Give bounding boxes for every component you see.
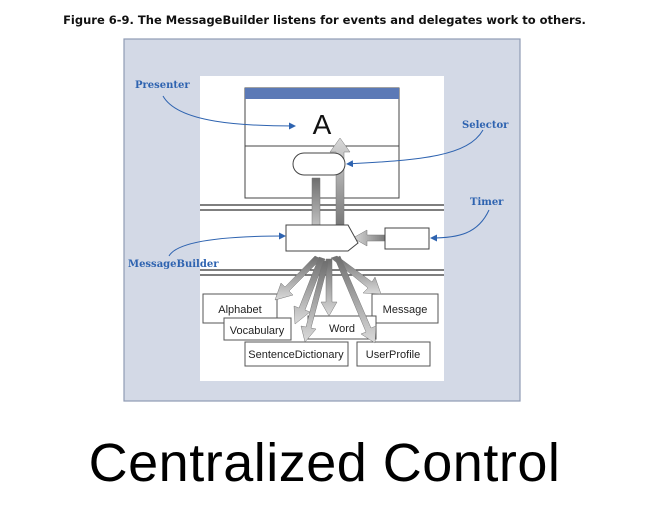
presenter-callout: Presenter: [135, 80, 190, 91]
arrow-builder-to-presenter: [329, 137, 351, 235]
timer-callout: Timer: [470, 197, 504, 208]
message-builder-callout: MessageBuilder: [128, 259, 219, 270]
selector-callout: Selector: [462, 120, 509, 131]
arrow-to-sentence-dictionary: [300, 260, 330, 343]
slide-headline: Centralized Control: [88, 433, 561, 493]
component-message-label: Message: [383, 304, 428, 316]
message-builder-diagram: A Alphabet Message Vocabulary Word Sente…: [123, 38, 521, 402]
message-builder-node: [285, 224, 359, 252]
component-alphabet-label: Alphabet: [218, 304, 261, 316]
arrow-to-alphabet: [274, 255, 322, 301]
delegation-arrows: [274, 255, 382, 344]
component-user-profile: UserProfile: [356, 341, 431, 367]
component-word: Word: [307, 315, 377, 340]
presenter-glyph: A: [313, 109, 332, 140]
component-sentence-dictionary: SentenceDictionary: [244, 341, 349, 367]
presenter-window: A: [244, 87, 400, 199]
component-alphabet: Alphabet: [202, 293, 278, 324]
selector-control: [292, 152, 346, 176]
figure-caption: Figure 6-9. The MessageBuilder listens f…: [63, 13, 586, 27]
component-message: Message: [371, 293, 439, 324]
timer-callout-line: [430, 209, 490, 242]
component-word-label: Word: [329, 323, 355, 335]
arrow-to-word: [320, 258, 338, 317]
timer-box: [384, 227, 430, 250]
selector-callout-line: [346, 129, 484, 168]
arrow-to-user-profile: [334, 255, 377, 344]
diagram-figure: A Alphabet Message Vocabulary Word Sente…: [123, 38, 521, 402]
presenter-title-bar: [245, 88, 399, 99]
component-sentence-dictionary-label: SentenceDictionary: [248, 349, 344, 361]
presenter-callout-line: [162, 95, 296, 130]
component-user-profile-label: UserProfile: [366, 349, 420, 361]
arrow-timer-to-builder: [352, 229, 386, 247]
component-vocabulary: Vocabulary: [223, 317, 292, 341]
message-builder-callout-line: [168, 232, 286, 257]
component-vocabulary-label: Vocabulary: [230, 325, 285, 337]
